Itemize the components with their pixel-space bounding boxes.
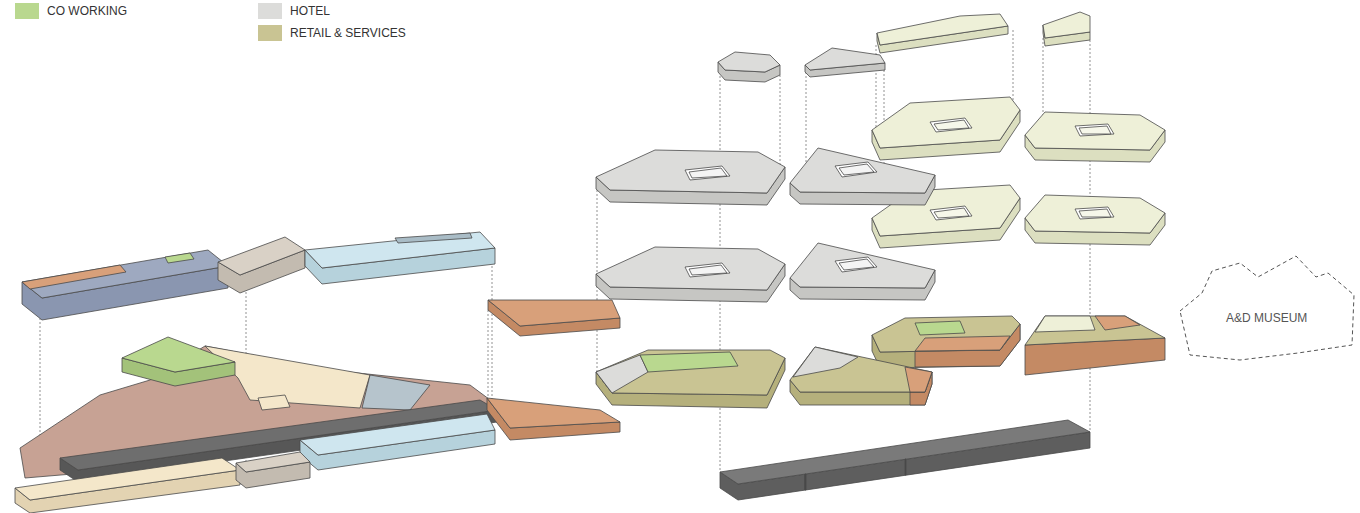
legend-label: HOTEL (290, 4, 330, 18)
context-building: A&D MUSEUM (1178, 253, 1356, 363)
dashed-outline (1178, 253, 1356, 363)
legend-item: HOTEL (258, 3, 330, 19)
legend-item: CO WORKING (15, 3, 127, 19)
legend-swatch (258, 3, 282, 19)
legend-label: RETAIL & SERVICES (290, 26, 406, 40)
legend-swatch (15, 3, 39, 19)
legend-item: RETAIL & SERVICES (258, 25, 406, 41)
legend-label: CO WORKING (47, 4, 127, 18)
building-label: A&D MUSEUM (1226, 311, 1307, 325)
legend-swatch (258, 25, 282, 41)
